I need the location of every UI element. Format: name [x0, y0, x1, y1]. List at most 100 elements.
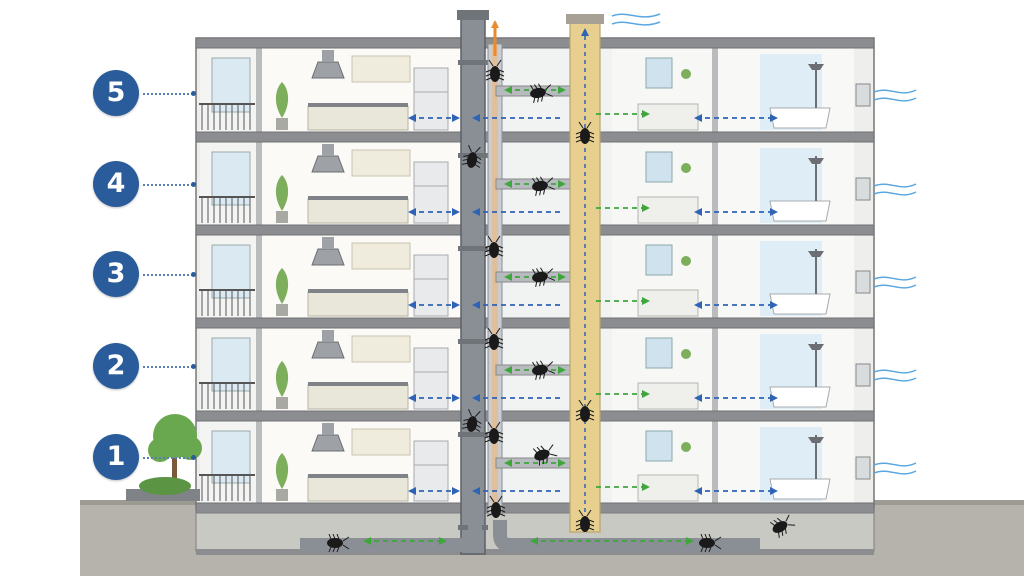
- cockroach-leg: [769, 521, 775, 526]
- cockroach-leg: [534, 84, 538, 90]
- potted-plant-leaves: [275, 361, 289, 397]
- floor-leader-dot: [191, 182, 196, 187]
- cockroach-antenna: [785, 514, 790, 522]
- bathtub: [769, 107, 831, 129]
- cockroach-icon: [532, 267, 556, 288]
- cockroach-leg: [497, 341, 504, 345]
- range-hood-icon: [311, 434, 345, 452]
- cockroach-icon: [532, 176, 556, 197]
- range-hood-duct: [322, 330, 334, 342]
- cockroach-leg: [536, 177, 540, 183]
- cockroach-antenna: [495, 421, 501, 429]
- vanity: [637, 474, 699, 502]
- cockroach-leg: [539, 267, 544, 273]
- range-hood-icon: [311, 61, 345, 79]
- cockroach-antenna: [547, 361, 554, 368]
- cockroach-body: [327, 538, 343, 548]
- wall: [712, 48, 718, 132]
- cockroach-leg: [535, 190, 538, 197]
- floor-slab: [195, 410, 875, 422]
- cockroach-leg: [484, 435, 491, 439]
- floor-slab: [195, 224, 875, 236]
- cockroach-leg: [484, 337, 491, 341]
- refrigerator: [413, 254, 449, 317]
- counter: [307, 384, 409, 410]
- cockroach-leg: [532, 177, 536, 184]
- cockroach-leg: [336, 546, 340, 553]
- cockroach-leg: [535, 281, 538, 288]
- wind-gust-icon: [873, 183, 917, 196]
- cockroach-leg: [328, 533, 332, 540]
- cockroach-body: [699, 538, 715, 548]
- cockroach-icon: [461, 144, 482, 168]
- pipe-coupling: [458, 339, 488, 344]
- potted-plant-leaves: [275, 453, 289, 489]
- cockroach-antenna: [545, 84, 552, 91]
- cockroach-body: [532, 180, 548, 192]
- stack-cap: [457, 10, 489, 20]
- floor-slab: [195, 131, 875, 143]
- vanity: [637, 382, 699, 410]
- cockroach-leg: [532, 361, 536, 368]
- floor-level: [199, 235, 917, 318]
- floor-number-badge: 5: [93, 70, 139, 116]
- cockroach-leg: [484, 245, 491, 249]
- refrigerator: [413, 67, 449, 131]
- cockroach-leg: [784, 528, 787, 534]
- cockroach-body: [466, 416, 478, 432]
- range-hood-icon: [311, 248, 345, 266]
- cockroach-antenna: [547, 268, 554, 275]
- cockroach-leg: [575, 135, 582, 139]
- cockroach-antenna: [578, 509, 584, 517]
- cockroach-body: [580, 406, 590, 422]
- wall: [256, 235, 262, 318]
- cockroach-leg: [538, 460, 541, 466]
- cockroach-antenna: [548, 277, 556, 281]
- exterior-vent: [855, 363, 871, 387]
- potted-plant-icon: [276, 304, 288, 316]
- cockroach-icon: [532, 360, 556, 381]
- cockroach-leg: [499, 509, 506, 513]
- bathtub: [769, 386, 831, 408]
- cockroach-antenna: [474, 146, 481, 153]
- range-hood-icon: [311, 341, 345, 359]
- cockroach-leg: [475, 424, 481, 428]
- countertop: [308, 196, 408, 200]
- range-hood-duct: [322, 423, 334, 435]
- cockroach-body: [491, 502, 501, 518]
- cockroach-antenna: [550, 453, 558, 457]
- floor-leader-line: [143, 457, 193, 459]
- cockroach-leg: [781, 530, 784, 536]
- upper-cabinet: [351, 335, 411, 363]
- floor-leader-dot: [191, 364, 196, 369]
- cockroach-antenna: [496, 59, 502, 67]
- cockroach-leg: [461, 426, 468, 429]
- countertop: [308, 103, 408, 107]
- cockroach-leg: [463, 418, 469, 421]
- cockroach-leg: [546, 457, 548, 463]
- cockroach-icon: [575, 399, 595, 422]
- wall: [256, 142, 262, 225]
- floor-leader-line: [143, 184, 193, 186]
- cockroach-antenna: [468, 408, 472, 416]
- floor-number-badge: 1: [93, 434, 139, 480]
- upper-cabinet: [351, 149, 411, 177]
- cockroach-leg: [704, 546, 708, 553]
- exterior-vent: [855, 177, 871, 201]
- bathtub: [769, 478, 831, 500]
- cockroach-icon: [461, 408, 482, 432]
- vanity: [637, 103, 699, 131]
- cockroach-icon: [484, 421, 504, 444]
- cockroach-leg: [537, 96, 540, 103]
- mirror: [645, 337, 673, 369]
- cockroach-antenna: [586, 121, 592, 129]
- cockroach-leg: [539, 189, 542, 196]
- cockroach-body: [490, 66, 500, 82]
- cockroach-leg: [539, 280, 542, 287]
- shower-icon: [808, 158, 824, 164]
- cockroach-leg: [498, 73, 505, 77]
- refrigerator: [413, 161, 449, 224]
- bathtub: [769, 200, 831, 222]
- floor-leader-dot: [191, 91, 196, 96]
